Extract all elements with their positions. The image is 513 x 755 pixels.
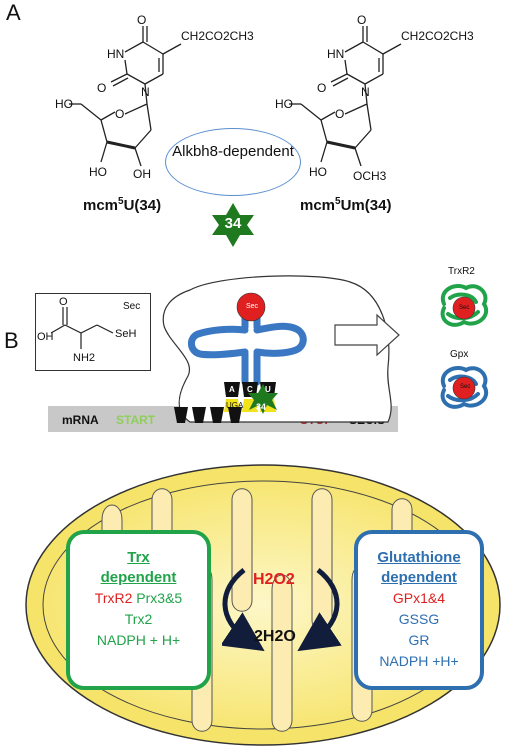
sec-structure-box bbox=[35, 293, 151, 371]
codon-label: UGA bbox=[226, 401, 244, 410]
mcm5um-atom-o-top: O bbox=[357, 13, 366, 27]
mcm5u-label: mcm5U(34) bbox=[83, 196, 162, 214]
h2o2-label: H2O2 bbox=[253, 571, 295, 588]
mcm5u-atom-hn: HN bbox=[107, 47, 124, 61]
trna-sec-ball bbox=[236, 292, 266, 322]
enzyme-ellipse bbox=[165, 128, 301, 196]
sec-atom-oh: OH bbox=[37, 331, 54, 343]
mcm5u-structure: CH2CO2CH3 O HN O N O HO HO OH bbox=[55, 13, 254, 181]
star-34-label: 34 bbox=[224, 215, 242, 232]
mcm5um-structure: CH2CO2CH3 O HN O N O HO HO OCH3 bbox=[275, 13, 474, 183]
sec-atom-nh2: NH2 bbox=[73, 352, 95, 364]
gsh-line-1: GPx1&4 bbox=[392, 590, 446, 606]
protein-trxr2-label: TrxR2 bbox=[448, 266, 475, 277]
mcm5um-atom-n: N bbox=[361, 85, 370, 99]
mcm5um-substituent: CH2CO2CH3 bbox=[401, 29, 474, 43]
mcm5um-ho-3: HO bbox=[309, 165, 327, 179]
panel-letter-a: A bbox=[6, 0, 21, 25]
sec-box-title: Sec bbox=[123, 301, 140, 312]
sec-atom-seh: SeH bbox=[115, 328, 136, 340]
trx-line-1: TrxR2 Prx3&5 bbox=[94, 590, 183, 606]
redox-arrows bbox=[222, 568, 342, 652]
trx-line-3: NADPH + H+ bbox=[96, 632, 181, 648]
mcm5um-ring-o: O bbox=[335, 107, 344, 121]
anticodon-star-label: 34 bbox=[256, 402, 267, 412]
mcm5um-ho-5: HO bbox=[275, 97, 293, 111]
trx-dependent-box: Trx dependent TrxR2 Prx3&5 Trx2 NADPH + … bbox=[66, 530, 211, 690]
sec-structure: O OH SeH NH2 Sec bbox=[37, 296, 140, 364]
ribosome-diagram bbox=[162, 275, 392, 423]
ribosome-outline bbox=[162, 275, 392, 423]
star-34-icon bbox=[212, 203, 254, 247]
trx-title-1: Trx bbox=[127, 549, 150, 566]
gsh-title-2: dependent bbox=[381, 569, 457, 586]
water-label: 2H2O bbox=[254, 628, 296, 645]
mcm5um-label: mcm5Um(34) bbox=[300, 196, 392, 214]
protein-gpx-label: Gpx bbox=[450, 349, 469, 360]
enzyme-label: Alkbh8-dependent bbox=[172, 143, 294, 160]
trx-title-2: dependent bbox=[100, 569, 177, 586]
mrna-start: START bbox=[116, 413, 156, 427]
gsh-line-2: GSSG bbox=[398, 611, 440, 627]
anticodon-a: A bbox=[229, 385, 235, 394]
mcm5u-ho-3: HO bbox=[89, 165, 107, 179]
protein-gpx-sec: Sec bbox=[460, 384, 471, 390]
trna-sec-label: Sec bbox=[246, 303, 259, 310]
mcm5u-ho-5: HO bbox=[55, 97, 73, 111]
right-arrow-icon bbox=[334, 313, 400, 357]
mcm5u-atom-o-top: O bbox=[137, 13, 146, 27]
gpx-protein-icon bbox=[440, 366, 488, 409]
left-curved-arrow bbox=[222, 568, 265, 652]
mcm5um-atom-o-left: O bbox=[317, 81, 326, 95]
glutathione-dependent-box: Glutathione dependent GPx1&4 GSSG GR NAD… bbox=[354, 530, 484, 690]
mcm5u-substituent: CH2CO2CH3 bbox=[181, 29, 254, 43]
gsh-title-1: Glutathione bbox=[377, 549, 461, 566]
sec-atom-o: O bbox=[59, 296, 68, 308]
anticodon-c: C bbox=[247, 385, 253, 394]
mcm5u-oh-2: OH bbox=[133, 167, 151, 181]
codon-triangles bbox=[174, 407, 242, 423]
mcm5u-atom-n: N bbox=[141, 85, 150, 99]
right-curved-arrow bbox=[297, 568, 342, 652]
mcm5um-och3-2: OCH3 bbox=[353, 169, 387, 183]
mcm5u-ring-o: O bbox=[115, 107, 124, 121]
gsh-line-4: NADPH +H+ bbox=[379, 653, 459, 669]
trx-line-2: Trx2 bbox=[124, 611, 153, 627]
panel-letter-b: B bbox=[4, 328, 19, 353]
protein-trxr2-sec: Sec bbox=[459, 305, 470, 311]
gsh-line-3: GR bbox=[408, 632, 430, 648]
mcm5um-atom-hn: HN bbox=[327, 47, 344, 61]
trxr2-protein-icon bbox=[440, 284, 488, 327]
anticodon-u: U bbox=[265, 385, 271, 394]
mrna-label: mRNA bbox=[62, 413, 99, 427]
mcm5u-atom-o-left: O bbox=[97, 81, 106, 95]
trna-sec bbox=[188, 313, 307, 386]
